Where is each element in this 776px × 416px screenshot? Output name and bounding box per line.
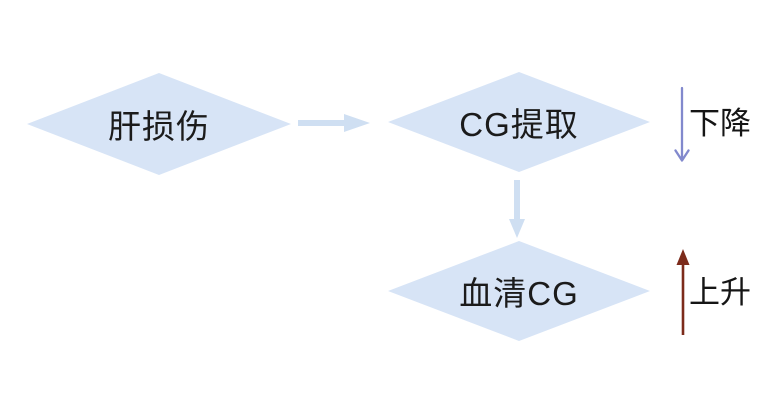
flow-arrow-right-icon xyxy=(298,114,370,132)
decrease-arrow-icon xyxy=(674,86,690,162)
diamond-node-cg-uptake xyxy=(388,72,650,172)
indicator-label-decrease: 下降 xyxy=(689,106,751,141)
diamond-node-serum-cg xyxy=(388,241,650,341)
indicator-label-increase: 上升 xyxy=(689,275,751,310)
flow-arrow-down-icon xyxy=(509,180,525,238)
diamond-node-liver-injury xyxy=(27,73,291,175)
increase-arrow-head-icon xyxy=(676,249,690,265)
